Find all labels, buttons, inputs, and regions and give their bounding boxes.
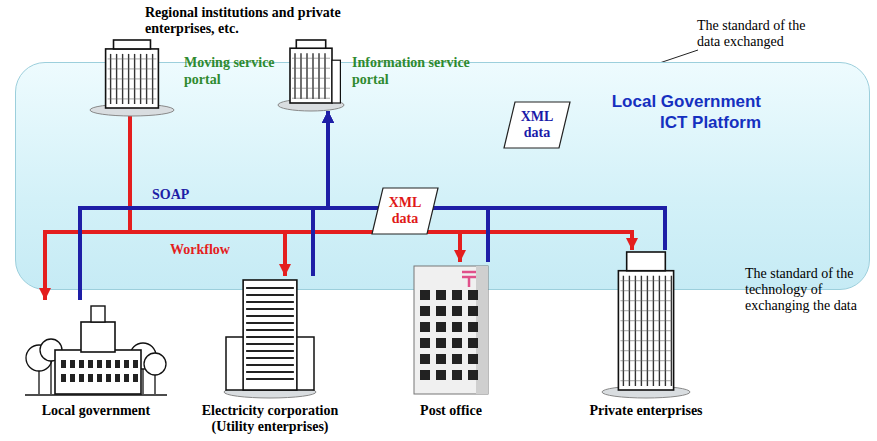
building-node: Moving service portal (88, 38, 176, 116)
building-icon (602, 252, 690, 398)
xml-text-box: XML data (517, 109, 557, 141)
building-label: Post office (420, 403, 482, 419)
building-label: (Utility enterprises) (202, 419, 338, 435)
platform-title-box: Local Government ICT Platform (581, 91, 761, 133)
callout-note: The standard of the data exchanged (697, 18, 825, 50)
group-heading: Regional institutions and private enterp… (145, 5, 345, 37)
building-icon (414, 266, 488, 394)
node-label-box: Electricity corporation(Utility enterpri… (202, 403, 338, 435)
xml-text-box: XML data (385, 195, 425, 227)
building-icon (222, 276, 318, 398)
data-format-label: XML data (385, 195, 425, 227)
building-icon (25, 306, 167, 395)
workflow-connector (130, 116, 460, 262)
callout-note: The standard of the technology of exchan… (745, 266, 871, 314)
portal-label: Information service portal (352, 54, 487, 88)
building-icon (410, 262, 492, 398)
data-parallelogram: XML data (371, 187, 439, 235)
building-icon (88, 38, 176, 116)
edge-label: SOAP (150, 187, 191, 203)
data-parallelogram: XML data (503, 101, 571, 149)
data-format-label: XML data (517, 109, 557, 141)
edge-label-box: Workflow (168, 242, 232, 258)
node-label-box: Post office (420, 403, 482, 419)
building-icon (276, 38, 346, 111)
portal-label: Moving service portal (184, 54, 284, 88)
soap-connector (80, 111, 328, 300)
building-node: Post office (410, 262, 492, 398)
building-node: Private enterprises (600, 250, 692, 398)
soap-connector (328, 111, 665, 250)
node-label-box: Private enterprises (589, 403, 702, 419)
node-label-box: Information service portal (352, 54, 487, 88)
workflow-connector (130, 116, 285, 276)
building-label: Local government (42, 403, 150, 419)
building-label: Electricity corporation (202, 403, 338, 419)
label-box: The standard of the data exchanged (697, 18, 825, 50)
edge-label-box: SOAP (150, 187, 191, 203)
soap-connector (313, 111, 328, 276)
building-label: Private enterprises (589, 403, 702, 419)
platform-title: Local Government ICT Platform (581, 91, 761, 133)
workflow-connector (130, 116, 632, 250)
edge-label: Workflow (168, 242, 232, 258)
soap-connector (328, 111, 488, 262)
label-box: The standard of the technology of exchan… (745, 266, 871, 314)
node-label-box: Moving service portal (184, 54, 284, 88)
building-icon (90, 40, 174, 116)
label-box: Regional institutions and private enterp… (145, 5, 345, 37)
building-icon (600, 250, 692, 398)
building-icon (25, 300, 167, 398)
building-icon (224, 280, 316, 398)
building-icon (278, 40, 344, 111)
node-label-box: Local government (42, 403, 150, 419)
building-node: Electricity corporation(Utility enterpri… (222, 276, 318, 398)
building-node: Information service portal (276, 38, 346, 111)
building-node: Local government (25, 300, 167, 398)
